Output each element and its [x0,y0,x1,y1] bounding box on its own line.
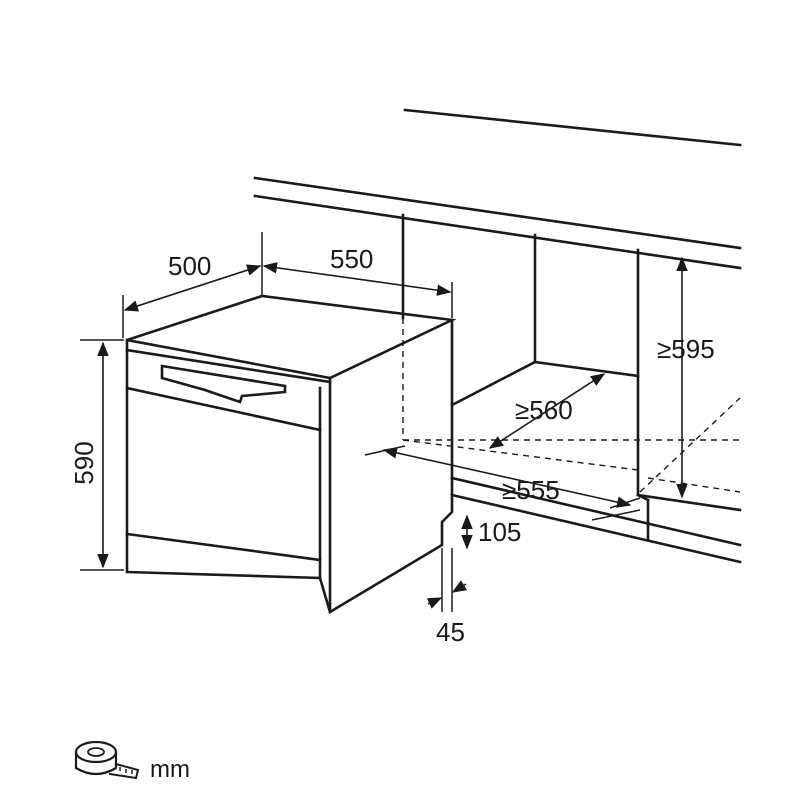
width-label: 500 [168,251,211,281]
unit-label: mm [150,756,190,783]
niche-width-label: ≥560 [515,395,573,425]
dishwasher-body [125,294,457,614]
plinth-setback-label: 45 [436,617,465,647]
niche-depth-label: ≥555 [502,475,560,505]
height-label: 590 [69,441,99,484]
dimension-lines [80,232,688,612]
depth-label: 550 [330,244,373,274]
plinth-height-label: 105 [478,517,521,547]
niche-height-label: ≥595 [657,334,715,364]
tape-measure-icon [74,740,140,780]
